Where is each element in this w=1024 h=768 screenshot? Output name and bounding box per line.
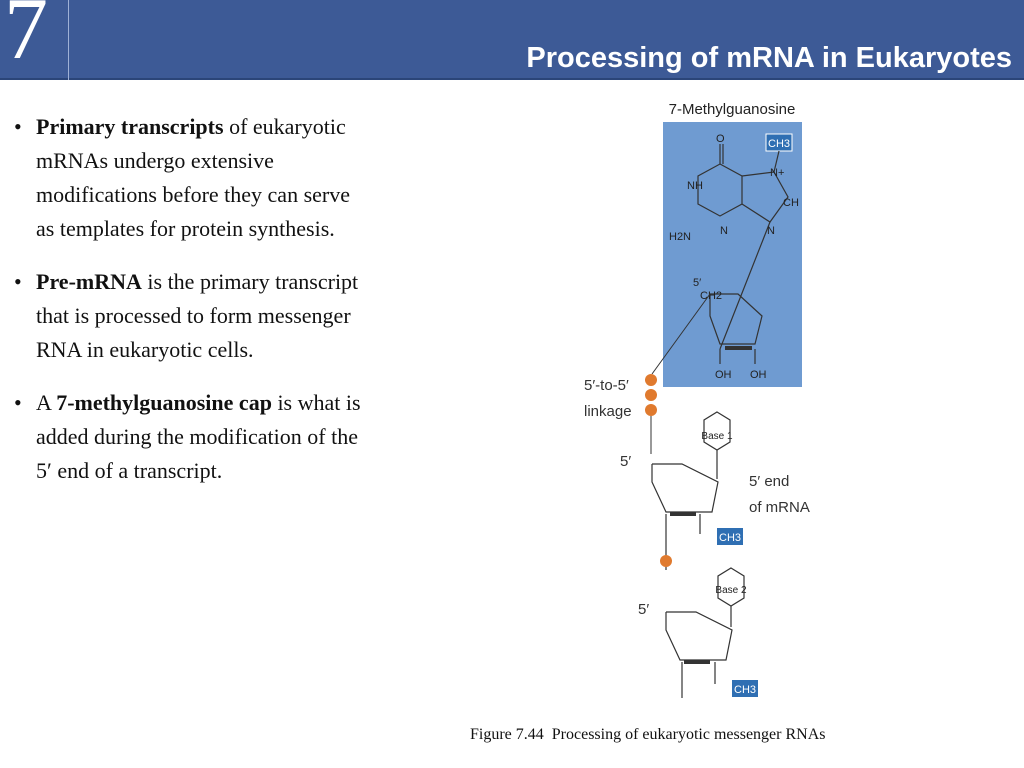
- chapter-divider: [68, 0, 69, 80]
- linkage-line: [651, 293, 711, 375]
- nucleotide1-ribose: [651, 450, 719, 570]
- phosphate-circle: [660, 555, 672, 567]
- end-label: of mRNA: [749, 499, 810, 516]
- methyl-label: CH3: [719, 532, 741, 544]
- base1-label: Base 1: [701, 431, 733, 442]
- five-prime-label: 5′: [638, 601, 649, 618]
- bullet-term: 7-methylguanosine cap: [56, 390, 272, 415]
- title-bar: 7 Processing of mRNA in Eukaryotes: [0, 0, 1024, 80]
- cap-panel: [663, 122, 802, 387]
- bullet-item: A 7-methylguanosine cap is what is added…: [12, 386, 372, 488]
- atom-label: O: [716, 133, 725, 145]
- nucleotide2-ribose: [665, 606, 733, 698]
- methyl-label: CH3: [734, 684, 756, 696]
- atom-label: N: [720, 225, 728, 237]
- atom-label: N+: [770, 167, 784, 179]
- oh-label: OH: [750, 369, 767, 381]
- end-label: 5′ end: [749, 473, 789, 490]
- guanine-ring: [697, 144, 789, 350]
- phosphate-circle: [645, 404, 657, 416]
- slide-title: Processing of mRNA in Eukaryotes: [526, 42, 1012, 74]
- five-prime-label: 5′: [620, 453, 631, 470]
- linkage-label: linkage: [584, 403, 632, 420]
- triphosphate: [645, 374, 657, 416]
- figure-title: 7-Methylguanosine: [669, 101, 796, 118]
- chapter-number: 7: [4, 0, 48, 78]
- bullet-term: Pre-mRNA: [36, 269, 142, 294]
- atom-label: N: [767, 225, 775, 237]
- atom-label: H2N: [669, 231, 691, 243]
- bullet-text: is what is added during the modification…: [36, 390, 361, 483]
- cap-ribose: [709, 293, 763, 364]
- phosphate-circle: [645, 389, 657, 401]
- atom-label: NH: [687, 180, 703, 192]
- figure-caption: Figure 7.44 Processing of eukaryotic mes…: [470, 726, 826, 743]
- atom-label: CH: [783, 197, 799, 209]
- methyl-label: CH3: [768, 138, 790, 150]
- bullet-prefix: A: [36, 390, 57, 415]
- oh-label: OH: [715, 369, 732, 381]
- mrna-cap-figure: 7-Methylguanosine CH3 O NH H2N N+ CH N N…: [584, 101, 810, 698]
- phosphate-circle: [645, 374, 657, 386]
- methyl-box: [717, 528, 743, 545]
- base2-label: Base 2: [715, 585, 747, 596]
- bullet-item: Pre-mRNA is the primary transcript that …: [12, 265, 372, 367]
- methyl-box: [732, 680, 758, 697]
- bullet-term: Primary transcripts: [36, 114, 224, 139]
- bullet-text: of eukaryotic mRNAs undergo extensive mo…: [36, 114, 350, 241]
- bullet-text: is the primary transcript that is proces…: [36, 269, 359, 362]
- bullet-list: Primary transcripts of eukaryotic mRNAs …: [12, 110, 372, 507]
- ch2-label: CH2: [700, 290, 722, 302]
- bullet-item: Primary transcripts of eukaryotic mRNAs …: [12, 110, 372, 246]
- five-prime-label: 5′: [693, 277, 701, 289]
- linkage-label: 5′-to-5′: [584, 377, 629, 394]
